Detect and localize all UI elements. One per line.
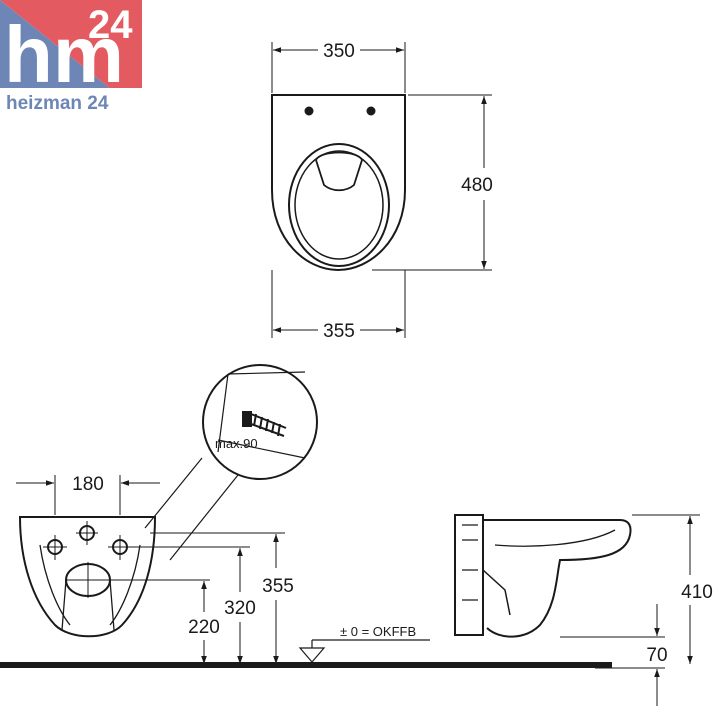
- dim-front-355: 355: [262, 576, 294, 597]
- dim-side-70: 70: [646, 645, 667, 666]
- side-view-bowl: [483, 519, 632, 638]
- logo-tagline-band: [0, 88, 142, 114]
- top-view-seat-hole-left: [304, 106, 314, 116]
- floor-line: [0, 662, 612, 668]
- side-view-wall-frame: [454, 514, 484, 636]
- top-view-drain: [315, 151, 363, 192]
- front-view-inner: [39, 544, 71, 626]
- top-view: [271, 94, 406, 272]
- detail-circle: [202, 364, 318, 480]
- front-view-centerlines: [43, 521, 132, 598]
- top-view-seat-hole-right: [366, 106, 376, 116]
- logo-graphic: hm 24 heizman 24: [0, 0, 142, 114]
- logo-blue-triangle: [0, 0, 142, 114]
- dim-front-320: 320: [224, 598, 256, 619]
- front-view-dimensions: [16, 475, 285, 664]
- detail-max-label: max.90: [215, 436, 258, 451]
- detail-view: [144, 364, 318, 561]
- dim-side-410: 410: [681, 582, 713, 603]
- top-view-bowl-inner: [294, 150, 384, 260]
- front-view-outline: [18, 516, 157, 638]
- side-view-pipe: [482, 569, 511, 616]
- dim-top-bottom-width: 355: [323, 321, 355, 342]
- dim-bolt-spacing: 180: [72, 474, 104, 495]
- side-view-bowl-inner: [494, 529, 616, 547]
- top-view-outline: [271, 94, 406, 272]
- floor-reference-label: ± 0 = OKFFB: [340, 624, 416, 639]
- dim-top-length: 480: [461, 175, 493, 196]
- side-view: [454, 514, 632, 638]
- side-view-dimensions: [560, 514, 700, 706]
- logo-number: 24: [88, 3, 133, 47]
- logo-mark: hm: [4, 10, 124, 99]
- dim-top-width: 350: [323, 41, 355, 62]
- logo-tagline: heizman 24: [6, 93, 109, 114]
- top-view-dimensions: [271, 42, 492, 338]
- detail-bolt: [242, 411, 287, 437]
- floor-reference-marker: [298, 639, 430, 663]
- dim-front-220: 220: [188, 617, 220, 638]
- heizman24-logo[interactable]: hm 24 heizman 24: [0, 0, 142, 114]
- front-view-inner-right: [109, 544, 141, 626]
- top-view-bowl-outer: [288, 143, 390, 267]
